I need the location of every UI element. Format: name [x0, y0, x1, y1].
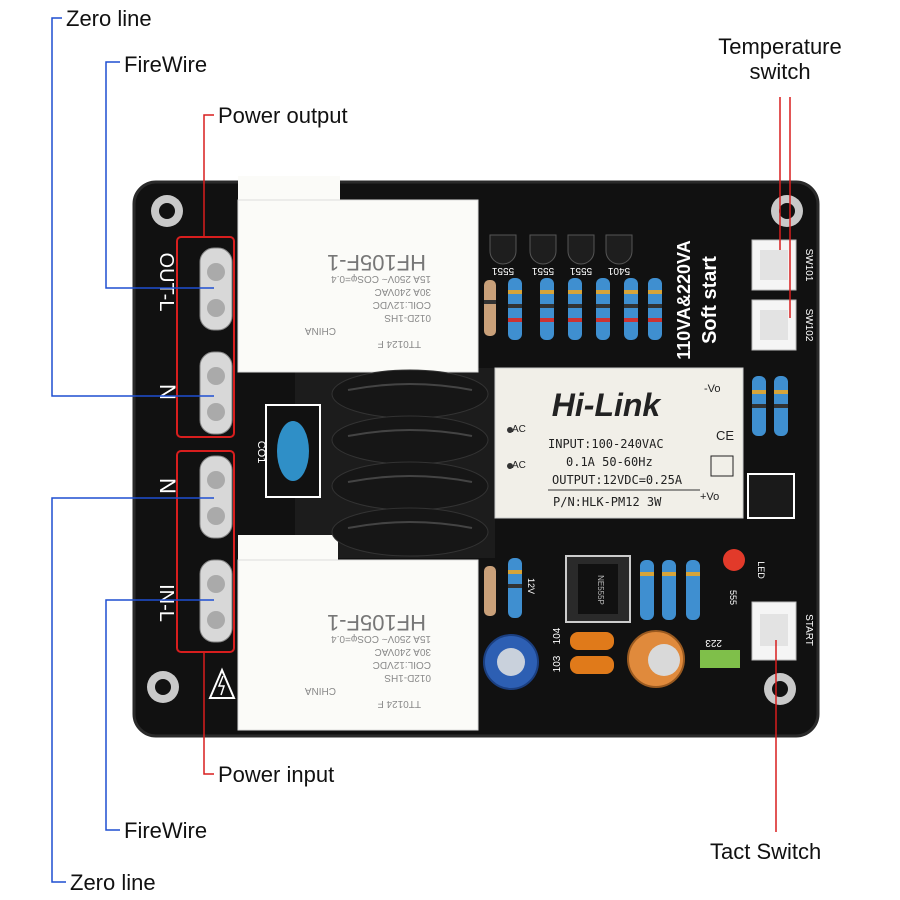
- terminal-screws: [199, 247, 233, 643]
- relay-top-spec-2: 30A 240VAC: [374, 286, 431, 297]
- callout-lines: [51, 17, 791, 883]
- connector-sw101: SW101: [751, 239, 814, 291]
- temperature-switch-line1: Temperature: [718, 34, 842, 59]
- relay-bottom-spec-4: CHINA: [305, 685, 336, 696]
- label-103: 103: [552, 655, 563, 672]
- zero-line-bottom-label: Zero line: [70, 870, 156, 895]
- mounting-holes: [147, 195, 803, 705]
- label-out-l: OUT-L: [155, 253, 177, 312]
- module-pin-negative: -Vo: [704, 383, 721, 395]
- ic-ne555: NE555P: [565, 555, 631, 623]
- hi-link-module: Hi-Link INPUT:100-240VAC 0.1A 50-60Hz OU…: [494, 367, 744, 519]
- callout-line-zero-top: [51, 17, 214, 397]
- firewire-bottom-label: FireWire: [124, 818, 208, 843]
- electrolytic-capacitors: [483, 630, 685, 690]
- callout-line-firewire-top: [105, 61, 214, 289]
- power-input-label: Power input: [218, 762, 335, 787]
- choke-coil: [331, 369, 489, 557]
- soft-start-line1: 110VA&220VA: [674, 240, 694, 359]
- led-label: LED: [756, 561, 766, 579]
- capacitor-label: CO1: [255, 441, 267, 464]
- callout-line-power-input: [203, 652, 214, 775]
- module-pin-positive: +Vo: [700, 491, 719, 503]
- transistors: 5551 5551 5551 5401: [489, 234, 633, 276]
- relay-top-spec-1: COIL:12VDC: [373, 299, 431, 310]
- callout-line-firewire-bottom: [105, 599, 214, 831]
- label-12v: 12V: [526, 578, 536, 594]
- led: LED: [723, 549, 766, 579]
- label-104: 104: [552, 627, 563, 644]
- relay-bottom-spec-2: 30A 240VAC: [374, 646, 431, 657]
- ceramic-capacitors: [570, 632, 740, 674]
- transistor-label-1: 5551: [531, 265, 554, 276]
- module-line-2: OUTPUT:12VDC=0.25A: [552, 473, 683, 487]
- connector-start: START: [751, 601, 814, 661]
- soft-start-line2: Soft start: [699, 256, 721, 344]
- module-pin-ac2: AC: [512, 460, 526, 471]
- callout-line-power-output: [203, 114, 214, 237]
- power-output-box: [176, 236, 235, 438]
- power-output-label: Power output: [218, 103, 348, 128]
- relay-bottom-code: TT0124 F: [378, 698, 421, 709]
- module-pin-ac1: AC: [512, 424, 526, 435]
- connector-sw101-label: SW101: [803, 249, 814, 282]
- relay-bottom-spec-0: 012D-1HS: [384, 672, 431, 683]
- temperature-switch-line2: switch: [749, 59, 811, 84]
- relay-top: HF105F-1 012D-1HS COIL:12VDC 30A 240VAC …: [237, 176, 479, 373]
- relay-top-spec-0: 012D-1HS: [384, 312, 431, 323]
- module-line-0: INPUT:100-240VAC: [548, 437, 664, 451]
- ic-marking: NE555P: [596, 575, 605, 605]
- relay-top-spec-4: CHINA: [305, 325, 336, 336]
- module-line-3: P/N:HLK-PM12 3W: [553, 495, 662, 509]
- capacitor-co1: CO1: [255, 404, 321, 498]
- connector-sw102: SW102: [751, 299, 814, 351]
- temperature-switch-label: Temperature switch: [700, 36, 860, 83]
- relay-bottom: HF105F-1 012D-1HS COIL:12VDC 30A 240VAC …: [237, 535, 479, 731]
- relay-top-code: TT0124 F: [378, 338, 421, 349]
- module-brand: Hi-Link: [552, 387, 663, 423]
- relay-bottom-spec-1: COIL:12VDC: [373, 659, 431, 670]
- relay-bottom-model: HF105F-1: [327, 610, 426, 635]
- label-n-in: N: [155, 478, 180, 494]
- label-555: 555: [728, 590, 738, 605]
- transistor-label-0: 5551: [491, 265, 514, 276]
- tact-switch-label: Tact Switch: [710, 839, 822, 864]
- label-in-l: IN-L: [155, 584, 177, 622]
- zero-line-top-label: Zero line: [66, 6, 152, 31]
- module-ce-mark: CE: [716, 428, 734, 443]
- connector-start-label: START: [803, 614, 814, 646]
- transistor-label-3: 5401: [607, 265, 630, 276]
- optocoupler: [747, 473, 795, 519]
- callout-line-zero-bottom: [51, 497, 214, 883]
- resistors-top: [484, 278, 662, 340]
- module-line-1: 0.1A 50-60Hz: [566, 455, 653, 469]
- high-voltage-warning-icon: [208, 667, 236, 699]
- resistors-bottom: [484, 558, 700, 620]
- connector-sw102-label: SW102: [803, 309, 814, 342]
- firewire-top-label: FireWire: [124, 52, 208, 77]
- power-input-box: [176, 450, 235, 653]
- resistors-right: [752, 376, 788, 436]
- relay-top-model: HF105F-1: [327, 250, 426, 275]
- relay-top-spec-3: 15A 250V~ COSφ=0.4: [331, 273, 431, 284]
- label-223: 223: [705, 637, 722, 648]
- relay-bottom-spec-3: 15A 250V~ COSφ=0.4: [331, 633, 431, 644]
- transistor-label-2: 5551: [569, 265, 592, 276]
